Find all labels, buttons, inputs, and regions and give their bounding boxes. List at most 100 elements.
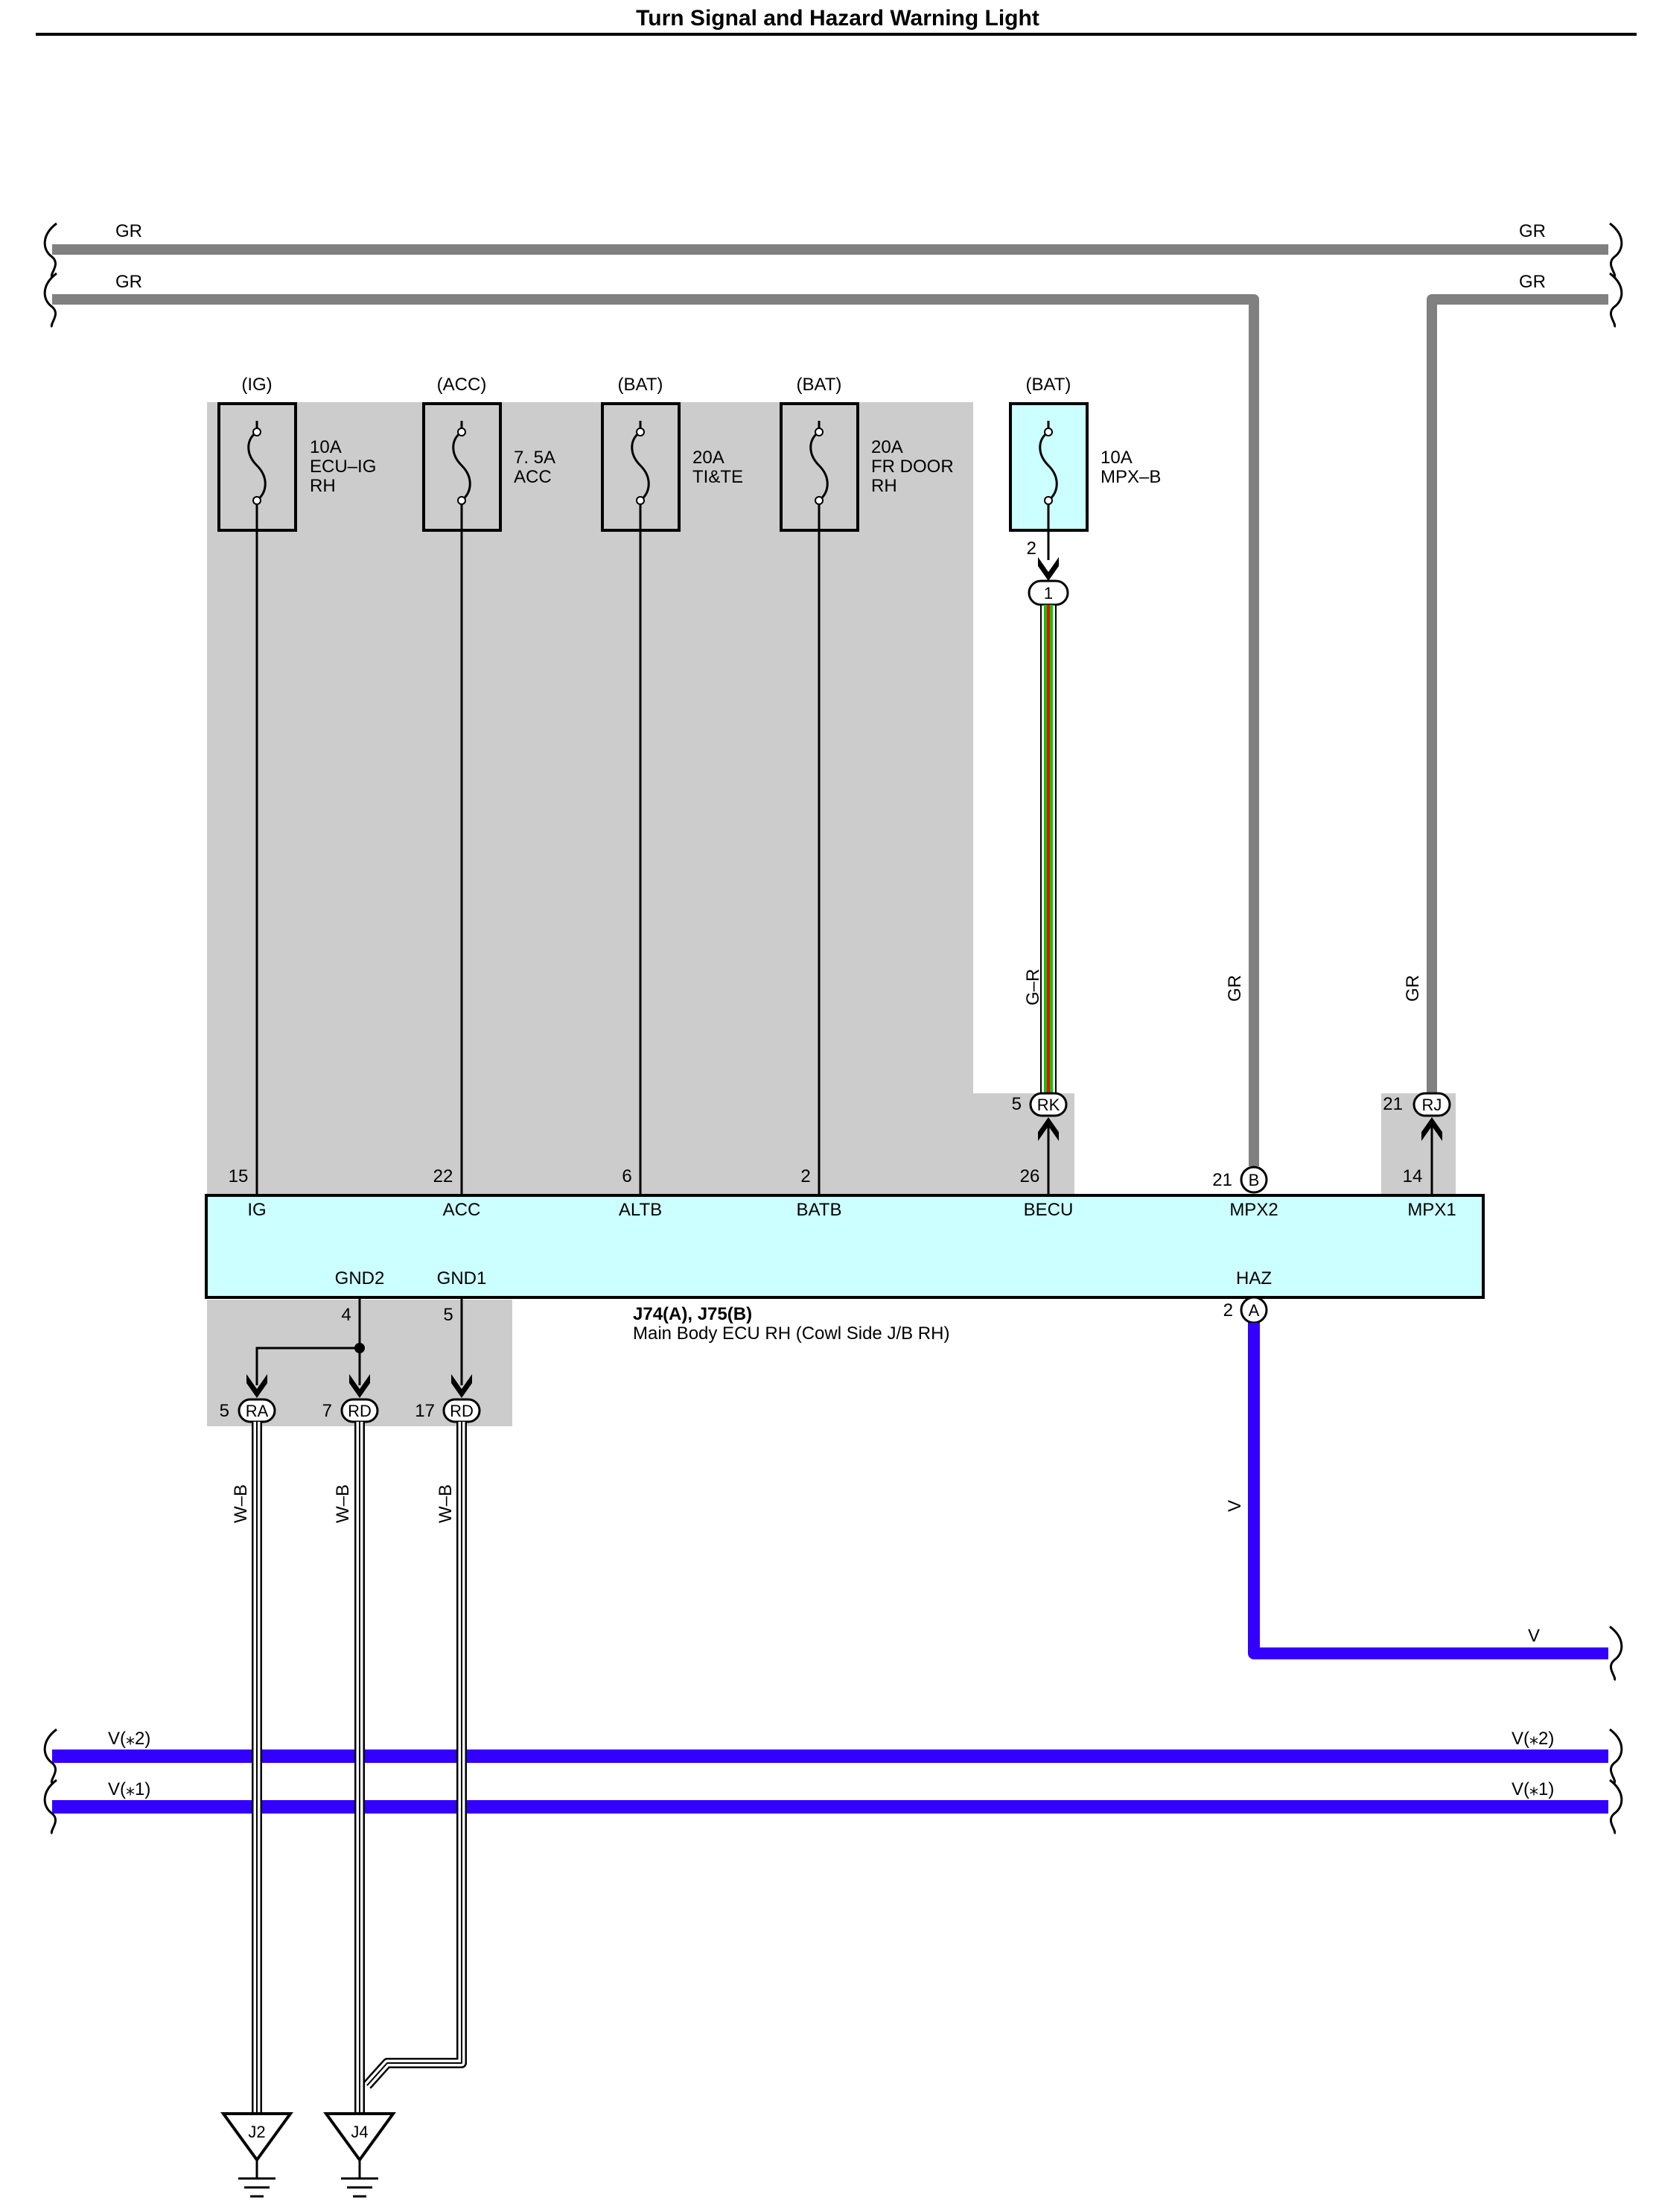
fuse-rating: 20A [692, 448, 724, 468]
wire-color-w-b-2: W–B [333, 1484, 353, 1523]
terminal-pin: 6 [622, 1166, 631, 1186]
v1-label-left: V(⁎1) [108, 1779, 150, 1799]
connector-rd2-pin: 17 [415, 1401, 435, 1421]
terminal-pin: 15 [229, 1166, 249, 1186]
gr-wire-mpx1 [1427, 294, 1608, 1095]
ground-j2: J2 [220, 2112, 293, 2198]
terminal-name: MPX1 [1407, 1200, 1456, 1220]
terminal-name: ALTB [619, 1200, 662, 1220]
connector-a-label: A [1249, 1301, 1260, 1320]
terminal-name: BECU [1024, 1200, 1074, 1220]
w-b-wires [252, 1422, 467, 2114]
connector-arrow [1038, 557, 1059, 581]
ecu-bottom-terminals: GND2 4 GND1 5 HAZ [335, 1268, 1272, 1325]
fuse-source-label: (BAT) [1026, 375, 1071, 395]
fuse-acc: (ACC) 7. 5A ACC [422, 375, 555, 532]
v1-label-right: V(⁎1) [1512, 1779, 1554, 1799]
connector-a-pin: 2 [1223, 1300, 1233, 1320]
terminal-name: MPX2 [1229, 1200, 1278, 1220]
internal-wires [255, 530, 1433, 1195]
connector-arrow [451, 1374, 472, 1398]
ecu-top-terminals: 15 IG 22 ACC 6 ALTB 2 BATB 26 BECU MPX2 … [229, 1166, 1456, 1220]
ground-j4-label: J4 [351, 2123, 368, 2141]
gr-label-top-right: GR [1519, 221, 1546, 241]
connector-1-label: 1 [1044, 584, 1053, 603]
terminal-name: HAZ [1236, 1268, 1272, 1288]
terminal-pin: 5 [443, 1305, 453, 1325]
connector-arrow [1421, 1117, 1442, 1141]
fuse-name: TI&TE [692, 467, 743, 487]
terminal-pin: 22 [433, 1166, 453, 1186]
fuse-name: ECU–IG [310, 457, 376, 477]
fuse-fr-door-rh: (BAT) 20A FR DOOR RH [780, 375, 954, 532]
terminal-name: BATB [797, 1200, 842, 1220]
v2-label-left: V(⁎2) [108, 1729, 150, 1749]
wire-color-gr-mpx1: GR [1403, 975, 1423, 1002]
connector-b [1240, 1166, 1268, 1194]
main-body-ecu [205, 1194, 1485, 1299]
connector-rj [1412, 1092, 1451, 1117]
ground-j2-label: J2 [248, 2123, 265, 2141]
fuse-name-line2: RH [310, 476, 336, 496]
fuse-source-label: (BAT) [618, 375, 663, 395]
v2-label-right: V(⁎2) [1512, 1729, 1554, 1749]
fuse-name: ACC [514, 467, 552, 487]
fuse-source-label: (ACC) [437, 375, 487, 395]
gr-wire-mpx2 [52, 294, 1259, 1166]
connector-ra-pin: 5 [220, 1401, 229, 1421]
terminal-pin: 14 [1403, 1166, 1423, 1186]
splice-point [354, 1343, 365, 1353]
gr-label-second-right: GR [1519, 272, 1546, 292]
connector-arrow [1038, 1117, 1059, 1141]
fuse-rating: 10A [310, 437, 342, 457]
mpx-fuse-pin: 2 [1027, 538, 1036, 559]
connector-rd2-label: RD [450, 1402, 474, 1420]
fuse-name-line2: RH [871, 476, 897, 496]
terminal-pin: 4 [341, 1305, 351, 1325]
wire-color-v: V [1225, 1500, 1245, 1512]
connector-arrow [246, 1374, 267, 1398]
terminal-name: ACC [443, 1200, 481, 1220]
wire-color-gr-mpx2: GR [1225, 975, 1245, 1002]
connector-arrow [349, 1374, 370, 1398]
connector-rk-pin: 5 [1012, 1094, 1022, 1114]
gr-label-top-left: GR [115, 221, 142, 241]
ground-j4: J4 [323, 2112, 396, 2198]
terminal-name: GND1 [437, 1268, 487, 1288]
g-r-wire [1040, 604, 1057, 1097]
connector-b-label: B [1249, 1171, 1260, 1189]
fuse-ecu-ig: (IG) 10A ECU–IG RH [217, 375, 376, 532]
v-haz-wire [1248, 1323, 1608, 1659]
connector-rj-pin: 21 [1383, 1094, 1403, 1114]
connector-rk [1029, 1092, 1068, 1117]
fuse-rating: 20A [871, 437, 903, 457]
terminal-pin: 26 [1020, 1166, 1040, 1186]
fuse-source-label: (BAT) [797, 375, 842, 395]
fuse-name: MPX–B [1101, 467, 1161, 487]
wire-break-marks [43, 222, 1623, 1835]
v-label-right: V [1528, 1626, 1540, 1646]
wire-color-w-b-1: W–B [231, 1484, 251, 1523]
fuse-ti-te: (BAT) 20A TI&TE [601, 375, 743, 532]
ground-internal-wires [255, 1297, 463, 1385]
connector-rj-label: RJ [1422, 1096, 1442, 1114]
fuse-name: FR DOOR [871, 457, 954, 477]
fuse-mpx-b: (BAT) 10A MPX–B [1009, 375, 1161, 532]
terminal-name: GND2 [335, 1268, 385, 1288]
connector-rk-label: RK [1037, 1096, 1060, 1114]
wire-color-w-b-3: W–B [436, 1484, 456, 1523]
terminal-pin: 2 [800, 1166, 810, 1186]
fuse-rating: 10A [1101, 448, 1133, 468]
ecu-description: Main Body ECU RH (Cowl Side J/B RH) [633, 1323, 949, 1344]
gr-label-second-left: GR [115, 272, 142, 292]
terminal-name: IG [247, 1200, 266, 1220]
page-title: Turn Signal and Hazard Warning Light [636, 6, 1039, 31]
wire-color-g-r: G–R [1023, 969, 1043, 1005]
ecu-connector-ids: J74(A), J75(B) [633, 1304, 752, 1324]
connector-rd1-pin: 7 [322, 1401, 332, 1421]
connector-b-pin: 21 [1212, 1170, 1232, 1190]
connector-ra-label: RA [246, 1402, 269, 1420]
fuse-source-label: (IG) [241, 375, 272, 395]
connector-rd1-label: RD [348, 1402, 372, 1420]
